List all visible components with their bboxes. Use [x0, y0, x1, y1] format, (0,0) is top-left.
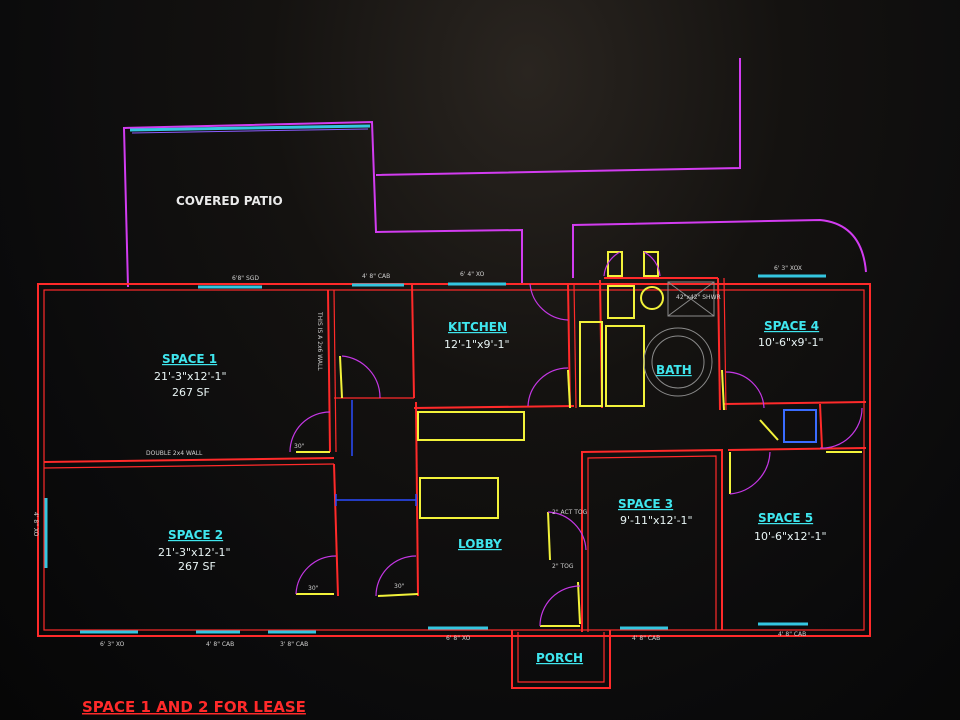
room-dims-space-3: 9'-11"x12'-1": [620, 514, 693, 527]
room-name-space-4: SPACE 4: [764, 319, 819, 333]
room-name-space-3: SPACE 3: [618, 497, 673, 511]
vanity: [605, 325, 645, 407]
note-bottom-3: 3' 8" CAB: [280, 641, 308, 648]
room-dims-space-1: 21'-3"x12'-1": [154, 370, 227, 383]
toilet: [640, 286, 664, 310]
room-name-space-5: SPACE 5: [758, 511, 813, 525]
fixtures: [296, 251, 862, 627]
room-name-kitchen: KITCHEN: [448, 320, 507, 334]
exterior-walls: [37, 274, 871, 637]
shower-label: 42"x42" SHWR: [676, 294, 721, 301]
door-swings: [289, 251, 863, 627]
closet-box: [783, 409, 817, 443]
note-tog: 2" TOG: [552, 563, 574, 570]
note-left-side: 4' 8" XO: [32, 512, 39, 537]
note-thin-wall: THIS IS A 2x6 WALL: [316, 311, 323, 371]
note-bottom-5: 4' 8" CAB: [632, 635, 660, 642]
room-name-lobby: LOBBY: [458, 537, 502, 551]
note-space4-top: 6' 3" XOX: [774, 265, 802, 272]
lease-note: SPACE 1 AND 2 FOR LEASE: [82, 698, 306, 716]
room-area-space-2: 267 SF: [178, 560, 216, 573]
room-name-space-2: SPACE 2: [168, 528, 223, 542]
room-dims-kitchen: 12'-1"x9'-1": [444, 338, 510, 351]
note-door-30-c: 30": [394, 583, 405, 590]
patio-outline: [122, 120, 523, 288]
note-cab-top: 4' 8" CAB: [362, 273, 390, 280]
room-name-bath: BATH: [656, 363, 692, 377]
sink: [607, 285, 635, 319]
note-patio-door: 6'8" SGD: [232, 275, 259, 282]
note-act-top: 2" ACT TOG: [552, 509, 588, 516]
room-dims-space-4: 10'-6"x9'-1": [758, 336, 824, 349]
interior-walls: [43, 277, 867, 689]
room-dims-space-5: 10'-6"x12'-1": [754, 530, 827, 543]
note-bottom-6: 4' 8" CAB: [778, 631, 806, 638]
patio-top-rail: [129, 124, 371, 132]
kitchen-counter: [417, 411, 525, 441]
note-bottom-2: 4' 8" CAB: [206, 641, 234, 648]
room-dims-space-2: 21'-3"x12'-1": [158, 546, 231, 559]
exterior-outline: [122, 58, 867, 288]
note-door-30-b: 30": [308, 585, 319, 592]
covered-patio-label: COVERED PATIO: [176, 194, 283, 208]
bath-fixtures: 42"x42" SHWR: [643, 281, 721, 397]
room-name-porch: PORCH: [536, 651, 583, 665]
note-door-30-a: 30": [294, 443, 305, 450]
note-double-wall: DOUBLE 2x4 WALL: [146, 450, 203, 457]
note-bottom-1: 6' 3" XO: [100, 641, 125, 648]
room-area-space-1: 267 SF: [172, 386, 210, 399]
note-bottom-4: 6' 8" XO: [446, 635, 471, 642]
room-name-space-1: SPACE 1: [162, 352, 217, 366]
dimension-lines: [335, 400, 417, 506]
lobby-desk: [419, 477, 499, 519]
note-kitchen-top: 6' 4" XO: [460, 271, 485, 278]
fence-line: [375, 58, 741, 176]
rear-curve-outline: [572, 218, 867, 278]
